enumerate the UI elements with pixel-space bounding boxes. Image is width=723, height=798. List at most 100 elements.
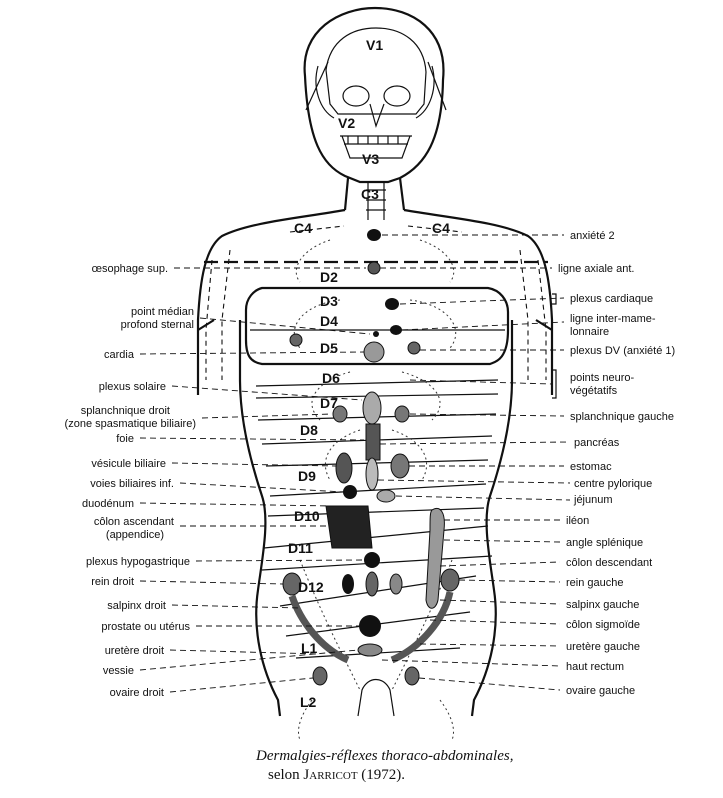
segment-v1: V1 (366, 37, 383, 53)
segment-d8: D8 (300, 422, 318, 438)
liver-pancreas-bar (365, 423, 381, 461)
segment-d9: D9 (298, 468, 316, 484)
segment-labels: V1 V2 V3 C3 C4 C4 D2 D3 D4 D5 D6 D7 D8 D… (288, 37, 450, 710)
left-nipple (407, 341, 421, 355)
label-duodenum: duodénum (82, 498, 134, 510)
label-salpinx-gauche: salpinx gauche (566, 599, 639, 611)
caption: Dermalgies-réflexes thoraco-abdominales,… (255, 748, 513, 783)
organs (282, 229, 460, 686)
label-splanchnique-droit-2: (zone spasmatique biliaire) (65, 418, 196, 430)
segment-l2: L2 (300, 694, 317, 710)
anxiety-point (367, 229, 381, 241)
pyloric-centre (365, 457, 379, 491)
gallbladder (335, 452, 353, 484)
right-ureter (288, 594, 350, 664)
segment-d11: D11 (288, 540, 313, 556)
label-colon-descendant: côlon descendant (566, 557, 652, 569)
stomach (390, 453, 410, 479)
biliary-ducts (343, 485, 357, 499)
segment-d10: D10 (294, 508, 320, 524)
label-estomac: estomac (570, 461, 612, 473)
label-rein-droit: rein droit (91, 576, 134, 588)
label-vesicule-biliaire: vésicule biliaire (91, 458, 166, 470)
label-ileon: iléon (566, 515, 589, 527)
segment-d5: D5 (320, 340, 338, 356)
label-voies-biliaires: voies biliaires inf. (90, 478, 174, 490)
label-point-median-2: profond sternal (121, 319, 194, 331)
label-colon-ascendant: côlon ascendant (94, 516, 174, 528)
lower-centre-1 (342, 574, 354, 594)
hypogastric-plexus (364, 552, 380, 568)
label-ligne-axiale: ligne axiale ant. (558, 263, 634, 275)
label-uretere-gauche: uretère gauche (566, 641, 640, 653)
label-colon-sigmoide: côlon sigmoïde (566, 619, 640, 631)
label-point-median: point médian (131, 306, 194, 318)
caption-author: Jarricot (303, 767, 357, 783)
label-plexus-hypogastrique: plexus hypogastrique (86, 556, 190, 568)
caption-year: (1972). (358, 767, 406, 783)
label-anxiete-2: anxiété 2 (570, 230, 615, 242)
segment-d12: D12 (298, 579, 324, 595)
lower-centre-3 (389, 573, 403, 595)
label-splanchnique-droit: splanchnique droit (81, 405, 170, 417)
label-haut-rectum: haut rectum (566, 661, 624, 673)
segment-v3: V3 (362, 151, 379, 167)
right-ovary (312, 666, 328, 686)
label-jejunum: jéjunum (573, 494, 613, 506)
label-plexus-cardiaque: plexus cardiaque (570, 293, 653, 305)
label-salpinx-droit: salpinx droit (107, 600, 166, 612)
segment-c3: C3 (361, 186, 379, 202)
bladder (357, 643, 383, 657)
segment-d6: D6 (322, 370, 340, 386)
segment-d7: D7 (320, 395, 338, 411)
cardiac-plexus-point (385, 298, 399, 310)
right-nipple (289, 333, 303, 347)
arms (205, 225, 547, 380)
label-splanchnique-gauche: splanchnique gauche (570, 411, 674, 423)
label-uretere-droit: uretère droit (105, 645, 164, 657)
label-points-neuro: points neuro- (570, 372, 635, 384)
head-outline (303, 6, 447, 184)
caption-title: Dermalgies-réflexes thoraco-abdominales, (255, 748, 513, 764)
sternal-point (373, 331, 379, 337)
label-vessie: vessie (103, 665, 134, 677)
segment-c4-left: C4 (432, 220, 450, 236)
label-angle-splenique: angle splénique (566, 537, 643, 549)
lower-centre-2 (365, 571, 379, 597)
cardia-point (363, 341, 385, 363)
caption-line-2: selon Jarricot (1972). (268, 767, 405, 783)
left-splanchnic (394, 405, 410, 423)
inter-mamelon-point (390, 325, 402, 335)
prostate-uterus-point (359, 615, 381, 637)
leader-lines (139, 234, 571, 693)
segment-v2: V2 (338, 115, 355, 131)
segment-d2: D2 (320, 269, 338, 285)
label-plexus-solaire: plexus solaire (99, 381, 166, 393)
descending-colon (425, 507, 445, 609)
neck (343, 177, 406, 220)
ascending-colon (325, 505, 373, 549)
segment-d4: D4 (320, 313, 338, 329)
left-ureter (390, 591, 454, 664)
left-kidney (440, 568, 460, 592)
rib-cage (293, 239, 457, 741)
right-labels: anxiété 2 ligne axiale ant. plexus cardi… (558, 230, 675, 697)
label-points-neuro-2: végétatifs (570, 385, 618, 397)
segment-d3: D3 (320, 293, 338, 309)
label-prostate-uterus: prostate ou utérus (101, 621, 190, 633)
oesophagus-point (367, 261, 381, 275)
solar-plexus (362, 391, 382, 425)
label-cardia: cardia (104, 349, 135, 361)
label-ligne-inter-mamelonnaire: ligne inter-mame- (570, 313, 656, 325)
jejunum (376, 489, 396, 503)
label-rein-gauche: rein gauche (566, 577, 624, 589)
label-ovaire-droit: ovaire droit (110, 687, 164, 699)
segment-c4-right: C4 (294, 220, 312, 236)
label-oesophage-sup: œsophage sup. (92, 263, 168, 275)
label-ligne-inter-mamelonnaire-2: lonnaire (570, 326, 609, 338)
label-centre-pylorique: centre pylorique (574, 478, 652, 490)
caption-prefix: selon (268, 767, 303, 783)
right-splanchnic (332, 405, 348, 423)
